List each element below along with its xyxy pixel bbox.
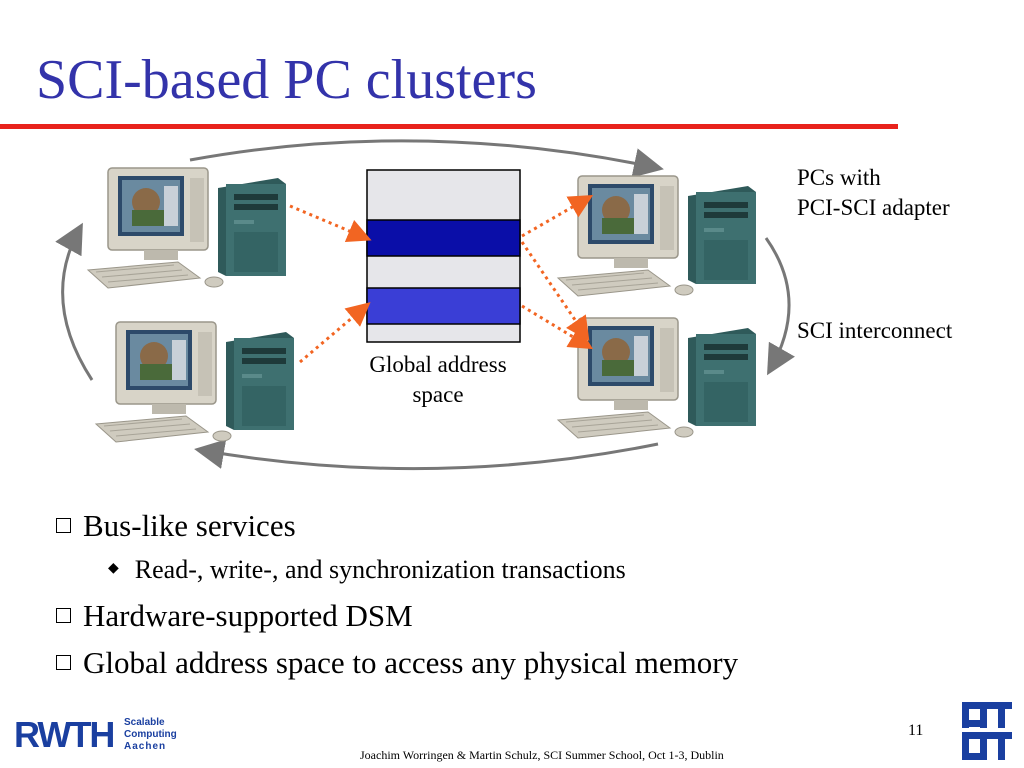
checkbox-bullet-icon — [56, 518, 71, 534]
pc-top-left — [87, 167, 287, 289]
checkbox-bullet-icon — [56, 608, 71, 624]
checkbox-bullet-icon — [56, 655, 71, 671]
bullet-text: Hardware-supported DSM — [83, 598, 413, 633]
rwth-logo-sub2: Computing — [124, 729, 177, 740]
label-global-address-space: Global address space — [352, 350, 524, 410]
diamond-bullet-icon: ◆ — [108, 561, 119, 576]
label-pcs-with-adapter: PCs with PCI-SCI adapter — [797, 163, 950, 223]
bullet-item: Global address space to access any physi… — [56, 645, 738, 681]
link-top-left — [289, 204, 372, 243]
bullet-text: Bus-like services — [83, 508, 296, 543]
rwth-logo-main: RWTH — [14, 714, 113, 753]
label-gas-line1: Global address — [369, 352, 507, 377]
sub-bullet-text: Read-, write-, and synchronization trans… — [134, 555, 626, 584]
ring-arrow-bottom — [194, 439, 659, 471]
bullet-text: Global address space to access any physi… — [83, 645, 739, 680]
link-bottom-left — [299, 302, 371, 364]
link-cross — [520, 241, 590, 341]
tum-logo — [962, 702, 1012, 760]
cluster-diagram — [55, 139, 795, 471]
pc-bottom-left — [95, 321, 295, 443]
rwth-logo: RWTH Scalable Computing Aachen — [14, 714, 177, 753]
slide-title: SCI-based PC clusters — [36, 49, 537, 111]
label-sci-interconnect: SCI interconnect — [797, 318, 953, 343]
pc-bottom-right — [557, 317, 757, 439]
rwth-logo-sub1: Scalable — [124, 717, 165, 728]
ring-arrow-top — [189, 139, 664, 178]
sub-bullet-item: ◆ Read-, write-, and synchronization tran… — [108, 555, 626, 585]
global-address-space — [366, 169, 521, 343]
bullet-item: Hardware-supported DSM — [56, 598, 413, 634]
title-divider — [0, 124, 898, 129]
link-top-right — [521, 195, 594, 238]
label-pcs-line2: PCI-SCI adapter — [797, 195, 950, 220]
ring-arrow-left — [55, 222, 94, 381]
footer-credit: Joachim Worringen & Martin Schulz, SCI S… — [360, 748, 724, 762]
bullet-item: Bus-like services — [56, 508, 296, 544]
ring-arrow-right — [764, 237, 795, 376]
label-gas-line2: space — [412, 382, 464, 407]
page-number: 11 — [908, 722, 924, 739]
pc-top-right — [557, 175, 757, 297]
rwth-logo-sub3: Aachen — [124, 741, 166, 752]
label-pcs-line1: PCs with — [797, 165, 881, 190]
